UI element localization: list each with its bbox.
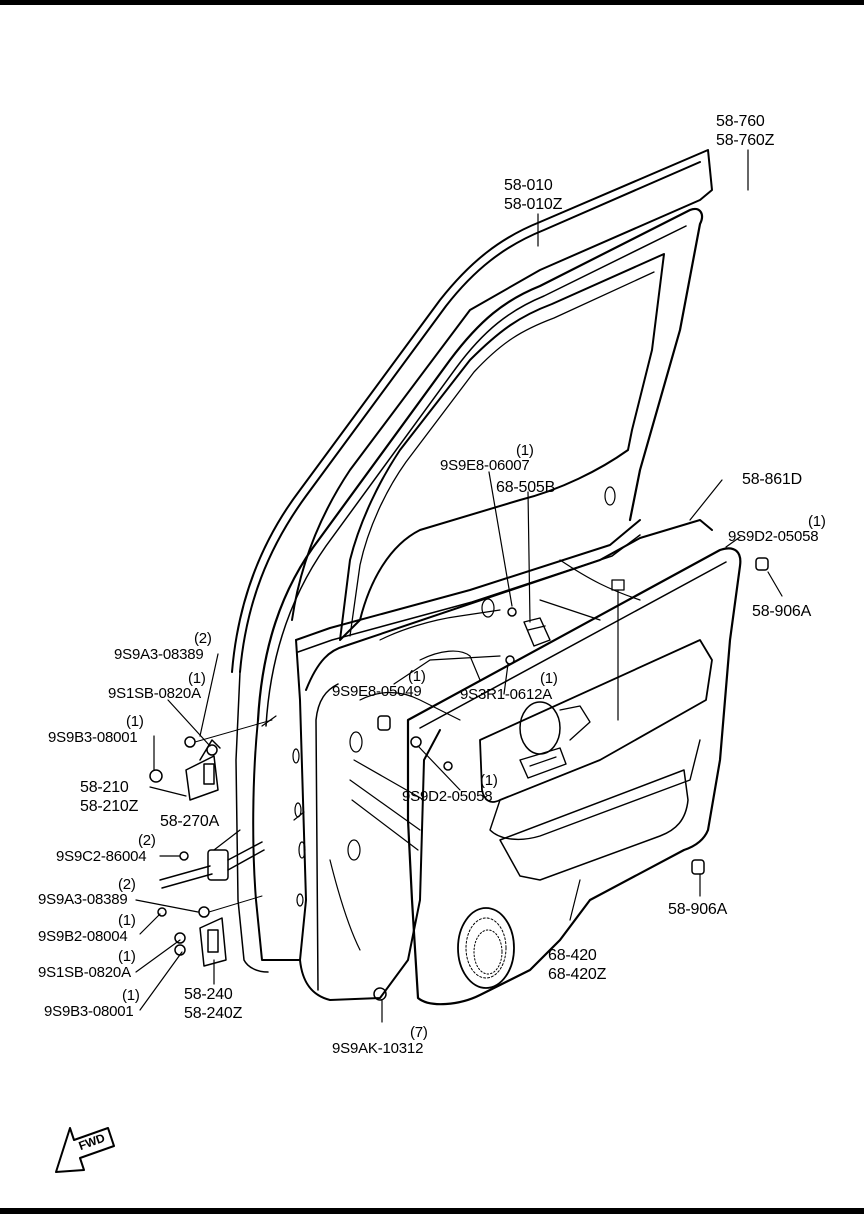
part-label-68-420z: 68-420Z (548, 966, 607, 983)
qty-9s9ak-10312: (7) (410, 1024, 428, 1041)
clip-9s9e8-05049 (377, 715, 391, 731)
qty-9s9b2-08004: (1) (118, 912, 136, 929)
part-label-9s1sb-0820a-b: 9S1SB-0820A (38, 964, 131, 981)
bolt-9s9a3-08389-b (198, 906, 210, 918)
bracket-68-505b (523, 617, 551, 647)
qty-9s9e8-05049: (1) (408, 668, 426, 685)
part-label-9s9e8-05049: 9S9E8-05049 (332, 683, 422, 700)
part-label-58-906a-a: 58-906A (752, 603, 812, 620)
part-label-9s1sb-0820a-a: 9S1SB-0820A (108, 685, 201, 702)
part-label-9s9c2-86004: 9S9C2-86004 (56, 848, 147, 865)
part-label-9s3r1-0612a: 9S3R1-0612A (460, 686, 553, 703)
washer-9s1sb-0820a-a (206, 744, 218, 756)
clip-58-906a-a (755, 557, 769, 571)
upper-hinge-58-210 (185, 739, 221, 801)
part-label-9s9a3-08389-b: 9S9A3-08389 (38, 891, 128, 908)
part-label-58-240z: 58-240Z (184, 1005, 243, 1022)
part-label-58-240: 58-240 (184, 986, 233, 1003)
part-label-58-210z: 58-210Z (80, 798, 139, 815)
washer-9s1sb-0820a-b (174, 932, 186, 944)
forward-arrow-icon (55, 1127, 115, 1173)
part-label-9s9b3-08001-a: 9S9B3-08001 (48, 729, 138, 746)
weatherstrip-58-760 (231, 149, 713, 673)
part-label-58-210: 58-210 (80, 779, 129, 796)
qty-9s1sb-0820a-a: (1) (188, 670, 206, 687)
qty-9s9a3-08389-a: (2) (194, 630, 212, 647)
part-label-9s9ak-10312: 9S9AK-10312 (332, 1040, 424, 1057)
qty-9s1sb-0820a-b: (1) (118, 948, 136, 965)
qty-9s9c2-86004: (2) (138, 832, 156, 849)
part-label-9s9d2-05058-a: 9S9D2-05058 (728, 528, 819, 545)
qty-9s3r1-0612a: (1) (540, 670, 558, 687)
part-label-58-760z: 58-760Z (716, 132, 775, 149)
qty-9s9d2-05058-a: (1) (808, 513, 826, 530)
leader-lines (135, 149, 783, 1023)
screw-9s9e8-06007 (507, 607, 517, 617)
part-label-9s9b3-08001-b: 9S9B3-08001 (44, 1003, 134, 1020)
part-label-58-010z: 58-010Z (504, 196, 563, 213)
part-label-58-270a: 58-270A (160, 813, 220, 830)
bolt-9s9a3-08389-a (184, 736, 196, 748)
fasteners (149, 557, 769, 1001)
nut-9s9b3-08001-a (149, 769, 163, 783)
clip-9s9ak-10312 (373, 987, 387, 1001)
door-checker-58-270a (159, 841, 265, 889)
qty-9s9e8-06007: (1) (516, 442, 534, 459)
qty-9s9b3-08001-b: (1) (122, 987, 140, 1004)
part-label-68-420: 68-420 (548, 947, 597, 964)
part-label-68-505b: 68-505B (496, 479, 556, 496)
part-label-58-760: 58-760 (716, 113, 765, 130)
part-label-9s9b2-08004: 9S9B2-08004 (38, 928, 128, 945)
part-label-58-010: 58-010 (504, 177, 553, 194)
door-shell-58-010 (235, 207, 713, 1001)
clip-58-906a-b (691, 859, 705, 875)
part-label-9s9a3-08389-a: 9S9A3-08389 (114, 646, 204, 663)
qty-9s9b3-08001-a: (1) (126, 713, 144, 730)
screw-9s9d2-05058-b (410, 736, 422, 748)
nut-9s9b2-08004 (157, 907, 167, 917)
qty-9s9d2-05058-b: (1) (480, 772, 498, 789)
bottom-border-rule (0, 1208, 864, 1214)
lower-hinge-58-240 (199, 917, 227, 967)
bolt-9s9c2-86004 (179, 851, 189, 861)
nut-9s9b3-08001-b (174, 944, 186, 956)
part-label-58-906a-b: 58-906A (668, 901, 728, 918)
top-border-rule (0, 0, 864, 5)
part-label-9s9e8-06007: 9S9E8-06007 (440, 457, 530, 474)
screw-9s3r1-0612a (505, 655, 515, 665)
qty-9s9a3-08389-b: (2) (118, 876, 136, 893)
part-label-9s9d2-05058-b: 9S9D2-05058 (402, 788, 493, 805)
part-label-58-861d: 58-861D (742, 471, 802, 488)
door-trim-panel-68-420 (406, 547, 742, 1006)
